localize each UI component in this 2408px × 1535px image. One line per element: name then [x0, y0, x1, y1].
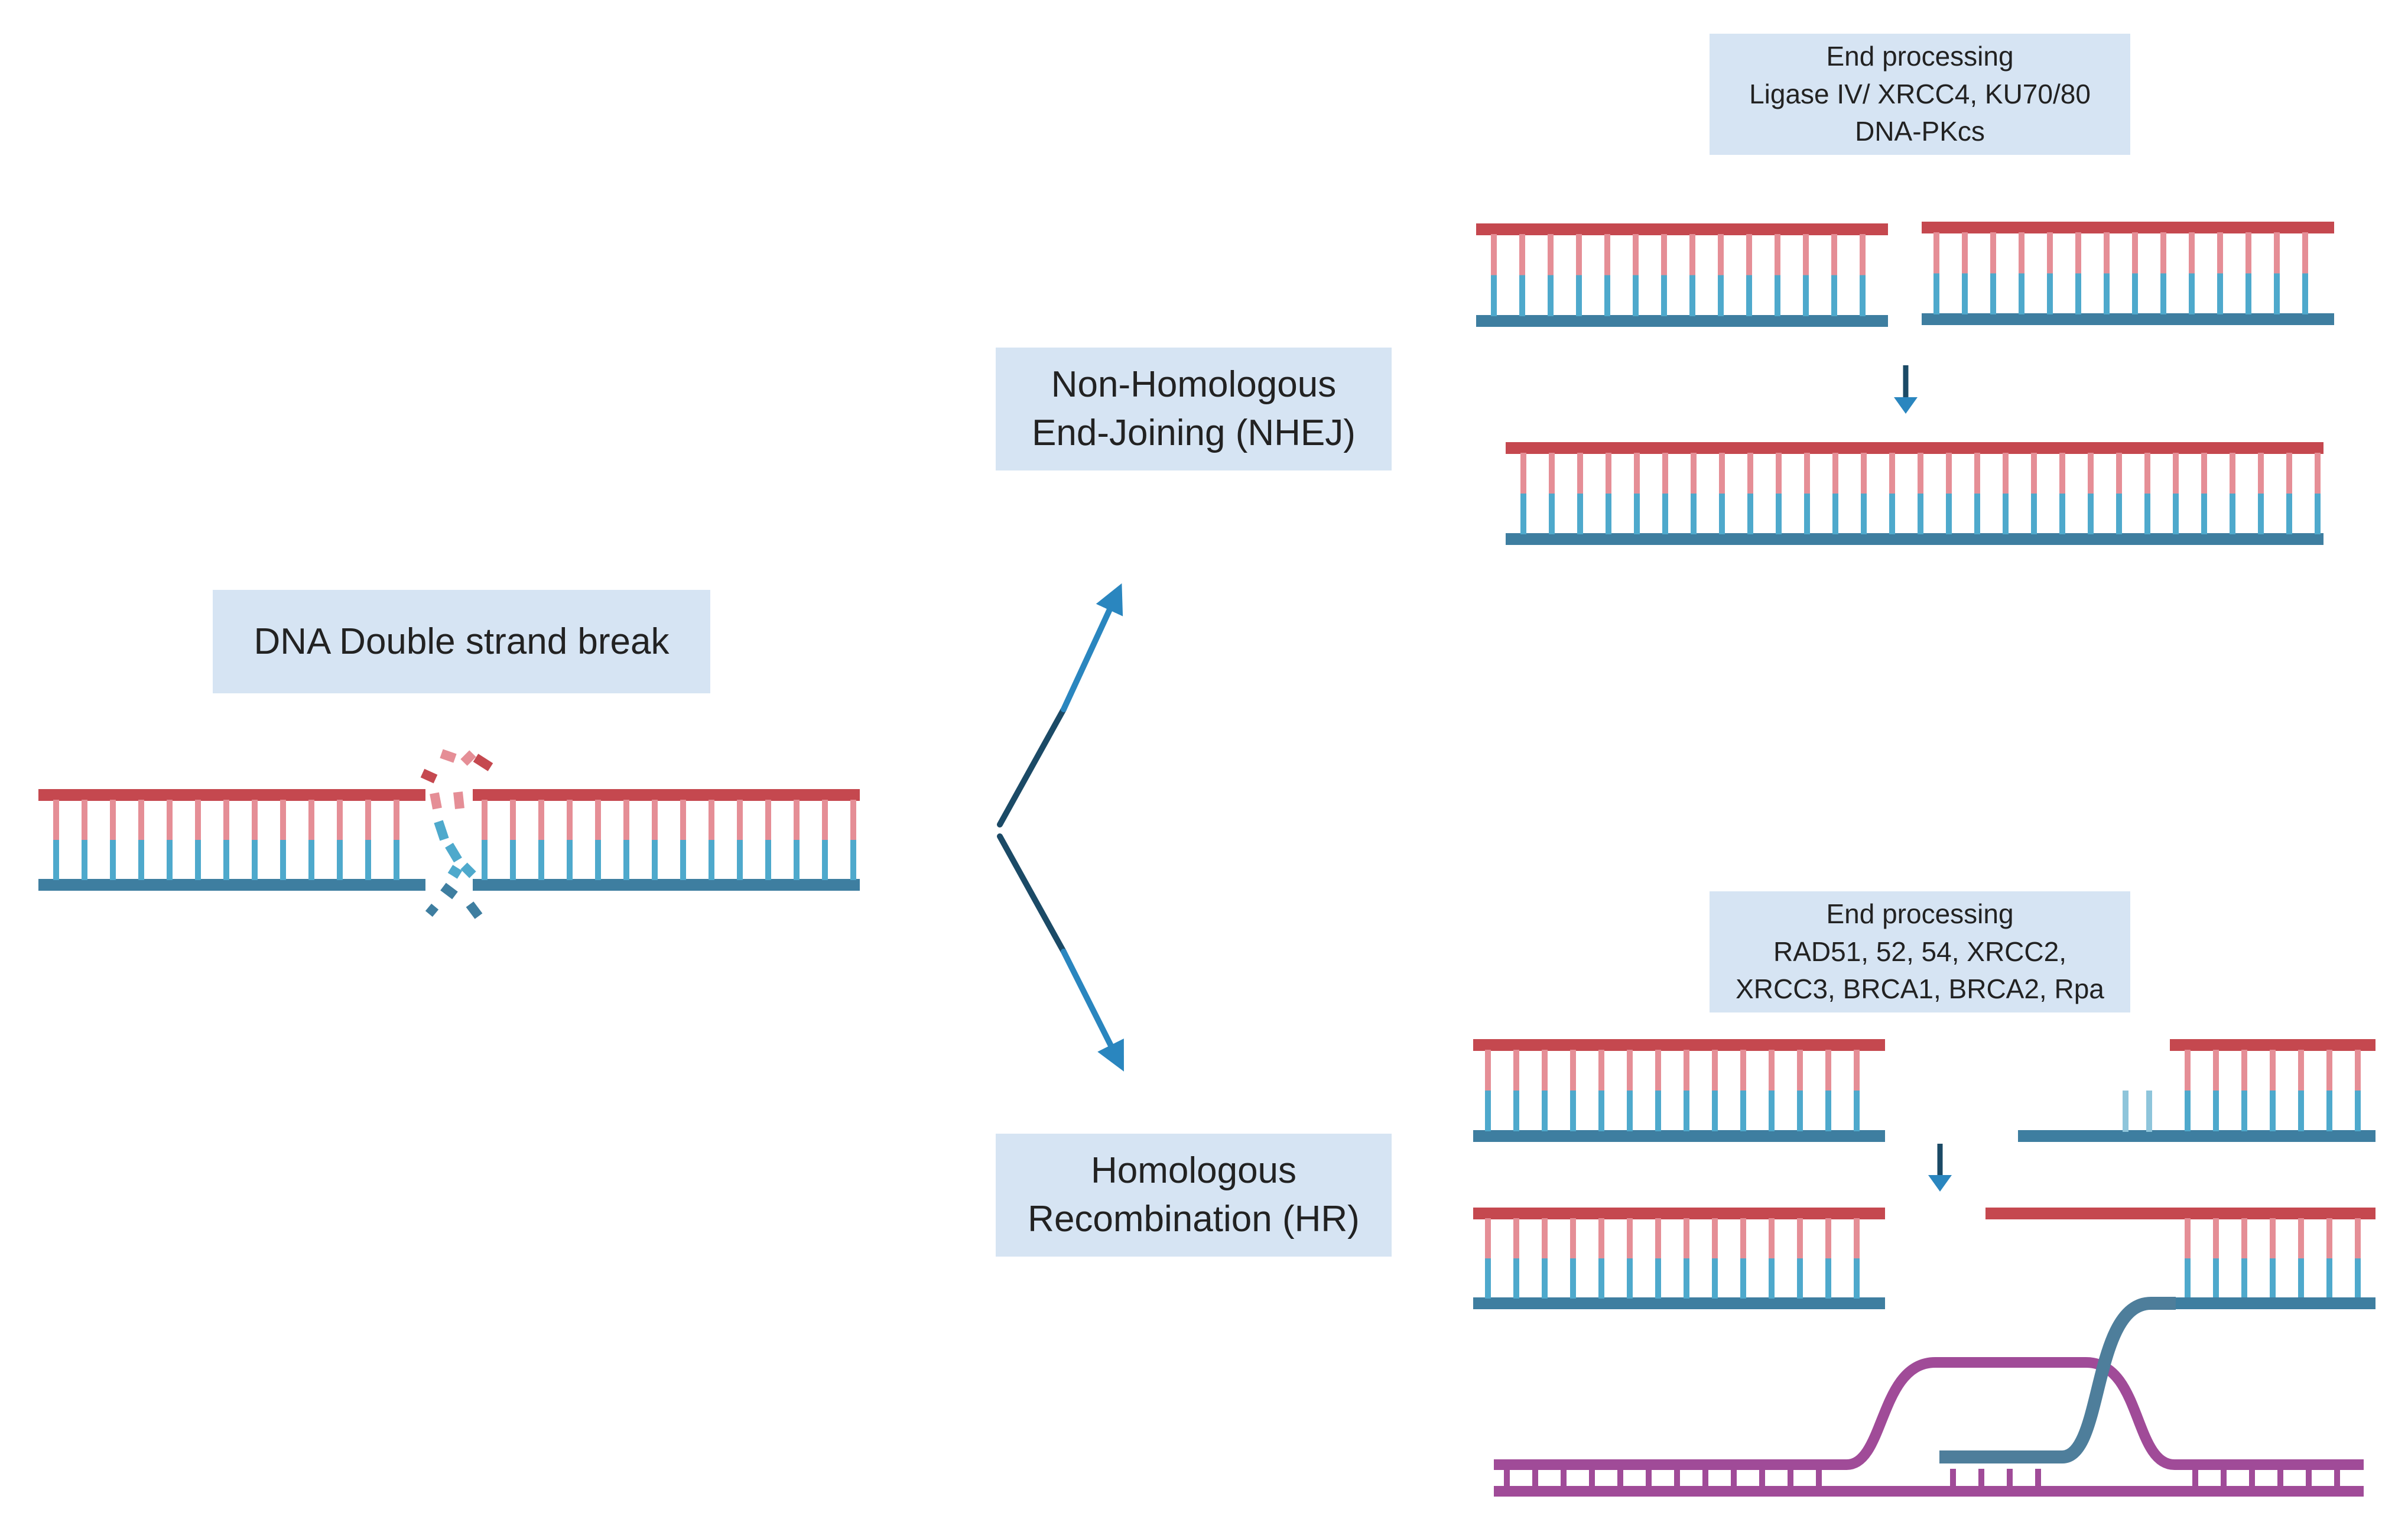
dsb-label-text: DNA Double strand break	[254, 621, 670, 662]
broken-dna-right-segment	[473, 789, 860, 891]
broken-fragment	[460, 750, 476, 766]
nhej-down-arrow	[1894, 365, 1918, 414]
nhej-dna-end-right	[1922, 222, 2334, 325]
nhej-joined-dna	[1506, 442, 2323, 545]
broken-fragment	[447, 865, 463, 879]
arrow-to-hr-dark	[997, 833, 1067, 955]
broken-fragment	[434, 820, 449, 841]
homologous-template-dna	[1494, 1297, 2364, 1497]
hr-dna-end-left-invading	[1473, 1208, 1885, 1309]
hr-proc-line1: End processing	[1826, 898, 2014, 930]
arrow-to-nhej-dark	[997, 706, 1067, 827]
arrow-to-nhej	[1061, 583, 1123, 712]
nhej-proc-line3: DNA-PKcs	[1855, 116, 1985, 147]
hr-down-arrow	[1928, 1144, 1952, 1192]
hr-pathway	[1473, 1039, 2375, 1497]
broken-fragment	[425, 903, 439, 917]
dsb-label: DNA Double strand break	[213, 590, 710, 693]
broken-dna	[38, 749, 860, 919]
broken-fragment	[453, 791, 464, 809]
template-top-strand-dloop	[1494, 1357, 2364, 1470]
broken-fragment	[440, 882, 458, 900]
hr-dna-end-left	[1473, 1039, 1885, 1142]
invading-strand	[1939, 1297, 2176, 1463]
broken-fragment	[430, 792, 442, 810]
hr-proc-line2: RAD51, 52, 54, XRCC2,	[1773, 936, 2066, 967]
broken-fragment	[440, 749, 457, 763]
hr-label: Homologous Recombination (HR)	[996, 1134, 1392, 1257]
nhej-proc-line2: Ligase IV/ XRCC4, KU70/80	[1749, 78, 2091, 109]
hr-dna-end-right-resected	[2018, 1039, 2375, 1142]
hr-label-line2: Recombination (HR)	[1028, 1199, 1360, 1239]
branch-arrows	[997, 583, 1124, 1072]
broken-dna-left-segment	[38, 789, 425, 891]
broken-fragment	[460, 862, 476, 878]
broken-fragment	[466, 901, 483, 919]
nhej-proc-line1: End processing	[1826, 41, 2014, 72]
nhej-pathway	[1476, 222, 2334, 545]
nhej-end-processing-label: End processing Ligase IV/ XRCC4, KU70/80…	[1710, 34, 2130, 155]
broken-fragment	[420, 768, 438, 784]
nhej-label-line1: Non-Homologous	[1051, 364, 1337, 405]
hr-proc-line3: XRCC3, BRCA1, BRCA2, Rpa	[1736, 973, 2104, 1005]
nhej-label-line2: End-Joining (NHEJ)	[1032, 413, 1356, 453]
nhej-label: Non-Homologous End-Joining (NHEJ)	[996, 348, 1392, 470]
hr-label-line1: Homologous	[1090, 1150, 1297, 1191]
broken-fragment	[445, 842, 462, 863]
hr-dna-end-right-overhang	[1985, 1208, 2375, 1309]
nhej-dna-end-left	[1476, 223, 1888, 327]
arrow-to-hr	[1061, 949, 1124, 1072]
hr-end-processing-label: End processing RAD51, 52, 54, XRCC2, XRC…	[1710, 891, 2130, 1012]
break-fragments	[420, 749, 493, 919]
broken-fragment	[473, 754, 493, 771]
